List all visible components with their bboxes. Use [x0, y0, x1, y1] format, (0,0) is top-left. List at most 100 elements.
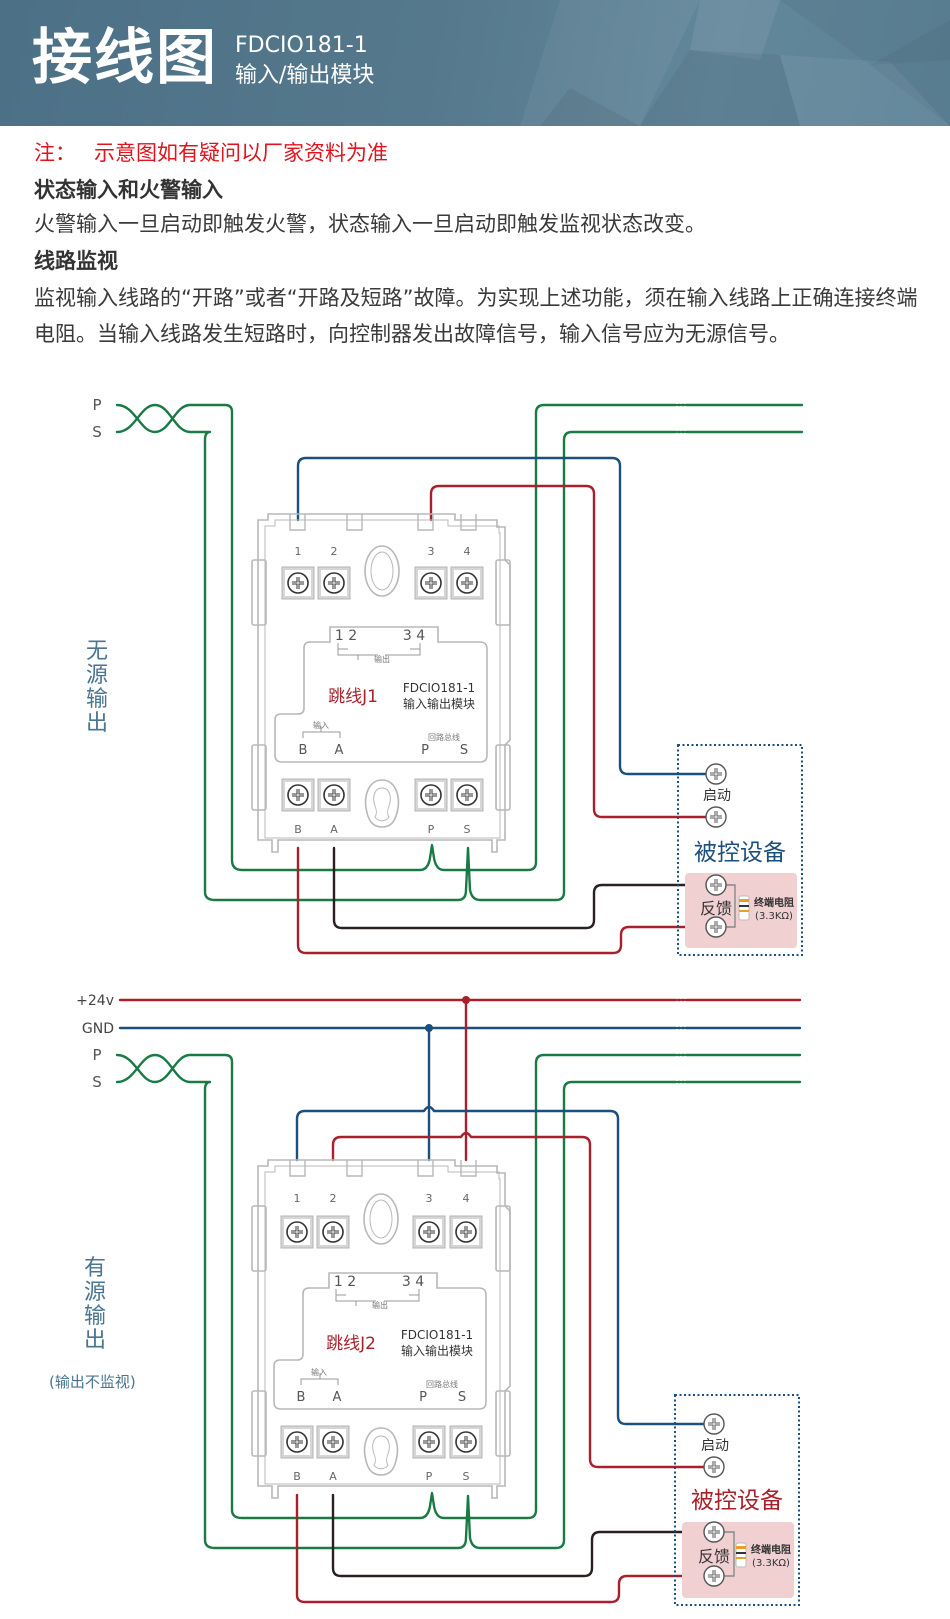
- page-title: 接线图: [32, 23, 218, 93]
- header-banner: 接线图 FDCIO181-1 输入/输出模块: [0, 0, 950, 126]
- junction-24v: [462, 996, 470, 1004]
- loop-pin-s: S: [460, 743, 468, 758]
- disclaimer-note: 注： 示意图如有疑问以厂家资料为准: [34, 138, 388, 168]
- output-wire-3: [429, 484, 707, 819]
- terminal-label-a: A: [329, 1470, 337, 1483]
- output-not-monitored-note: (输出不监视): [49, 1373, 136, 1391]
- bus-wire-s: [115, 1053, 802, 1550]
- side-label-char: 出: [85, 711, 108, 736]
- input-wire-a: [332, 846, 707, 930]
- diagram-passive: [115, 403, 804, 956]
- bus-label-s: S: [92, 423, 102, 441]
- input-pin-a: A: [335, 743, 344, 758]
- input-label: 输入: [311, 1367, 327, 1377]
- bus-label-p: P: [92, 396, 101, 414]
- bus-label-p: P: [92, 1046, 101, 1064]
- start-label: 启动: [703, 788, 731, 804]
- output-wire-1: [295, 1105, 706, 1426]
- loop-bus-label: 回路总线: [426, 1379, 458, 1389]
- module-subtitle: 输入/输出模块: [235, 63, 375, 88]
- bus-wire-p: [115, 403, 804, 872]
- input-label: 输入: [313, 720, 329, 730]
- module-model: FDCIO181-1: [403, 681, 475, 695]
- terminal-label-a: A: [330, 823, 338, 836]
- input-wire-b: [295, 1493, 706, 1604]
- resistor-label: 终端电阻: [751, 1543, 791, 1556]
- device-title: 被控设备: [691, 1488, 783, 1514]
- input-pin-b: B: [297, 1390, 306, 1405]
- section-body-monitoring: 监视输入线路的“开路”或者“开路及短路”故障。为实现上述功能，须在输入线路上正确…: [34, 286, 918, 346]
- terminal-label-3: 3: [426, 1192, 433, 1205]
- module-name: 输入输出模块: [403, 696, 475, 711]
- terminal-label-4: 4: [463, 1192, 470, 1205]
- output-pins-left: 1 2: [334, 1274, 356, 1290]
- resistor-value: (3.3KΩ): [755, 911, 793, 922]
- terminal-label-1: 1: [294, 1192, 301, 1205]
- resistor-value: (3.3KΩ): [752, 1558, 790, 1569]
- power-label-24v: +24v: [76, 993, 114, 1009]
- controlled-device-box: [677, 744, 803, 956]
- module-model: FDCIO181-1: [401, 1328, 473, 1342]
- bus-label-s: S: [92, 1073, 102, 1091]
- bus-wire-p: [115, 1053, 802, 1520]
- side-label-char: 源: [83, 1280, 106, 1305]
- section-heading-input: 状态输入和火警输入: [34, 178, 223, 202]
- module-body: [251, 513, 511, 853]
- note-label: 注：: [34, 141, 76, 165]
- loop-pin-p: P: [421, 743, 429, 758]
- terminal-label-s: S: [463, 1470, 470, 1483]
- side-label-active-output: 有 源 输 出: [80, 1257, 110, 1353]
- terminal-label-1: 1: [295, 545, 302, 558]
- terminal-label-p: P: [428, 823, 435, 836]
- module-name: 输入输出模块: [401, 1343, 473, 1358]
- model-number: FDCIO181-1: [235, 33, 368, 58]
- jumper-label: 跳线J2: [326, 1334, 376, 1354]
- output-label: 输出: [374, 654, 390, 664]
- side-label-char: 有: [83, 1256, 106, 1281]
- output-pins-right: 3 4: [403, 628, 425, 644]
- section-body-input: 火警输入一旦启动即触发火警，状态输入一旦启动即触发监视状态改变。: [34, 212, 706, 236]
- side-label-passive-output: 无 源 输 出: [82, 640, 112, 736]
- terminal-label-b: B: [294, 823, 302, 836]
- jumper-label: 跳线J1: [328, 687, 378, 707]
- note-text: 示意图如有疑问以厂家资料为准: [94, 141, 388, 165]
- resistor-label: 终端电阻: [754, 896, 794, 909]
- side-label-char: 无: [85, 639, 108, 664]
- loop-pin-p: P: [419, 1390, 427, 1405]
- side-label-char: 源: [85, 663, 108, 688]
- power-label-gnd: GND: [82, 1021, 114, 1037]
- terminal-label-2: 2: [331, 545, 338, 558]
- loop-pin-s: S: [458, 1390, 466, 1405]
- terminal-label-b: B: [293, 1470, 301, 1483]
- output-pins-left: 1 2: [335, 628, 357, 644]
- input-wire-b: [296, 846, 707, 955]
- side-label-char: 出: [83, 1328, 106, 1353]
- side-label-char: 输: [85, 687, 108, 712]
- junction-gnd: [425, 1024, 433, 1032]
- side-label-char: 输: [83, 1304, 106, 1329]
- output-wire-2: [331, 1131, 706, 1469]
- output-pins-right: 3 4: [402, 1274, 424, 1290]
- section-heading-monitoring: 线路监视: [34, 249, 118, 273]
- output-wire-1: [296, 456, 707, 776]
- terminal-label-s: S: [464, 823, 471, 836]
- feedback-label: 反馈: [700, 899, 732, 918]
- bus-wire-s: [115, 403, 804, 902]
- input-pin-b: B: [299, 743, 308, 758]
- terminal-label-3: 3: [428, 545, 435, 558]
- diagram-active: [115, 996, 802, 1606]
- feedback-label: 反馈: [698, 1547, 730, 1566]
- terminal-label-p: P: [426, 1470, 433, 1483]
- loop-bus-label: 回路总线: [428, 732, 460, 742]
- device-title: 被控设备: [694, 840, 786, 866]
- terminal-label-4: 4: [464, 545, 471, 558]
- header-polygon-background: [520, 0, 950, 126]
- terminal-label-2: 2: [330, 1192, 337, 1205]
- input-pin-a: A: [333, 1390, 342, 1405]
- start-label: 启动: [701, 1438, 729, 1454]
- controlled-device-box: [674, 1394, 800, 1606]
- module-body: [251, 1159, 511, 1499]
- output-label: 输出: [372, 1300, 388, 1310]
- input-wire-a: [331, 1493, 706, 1578]
